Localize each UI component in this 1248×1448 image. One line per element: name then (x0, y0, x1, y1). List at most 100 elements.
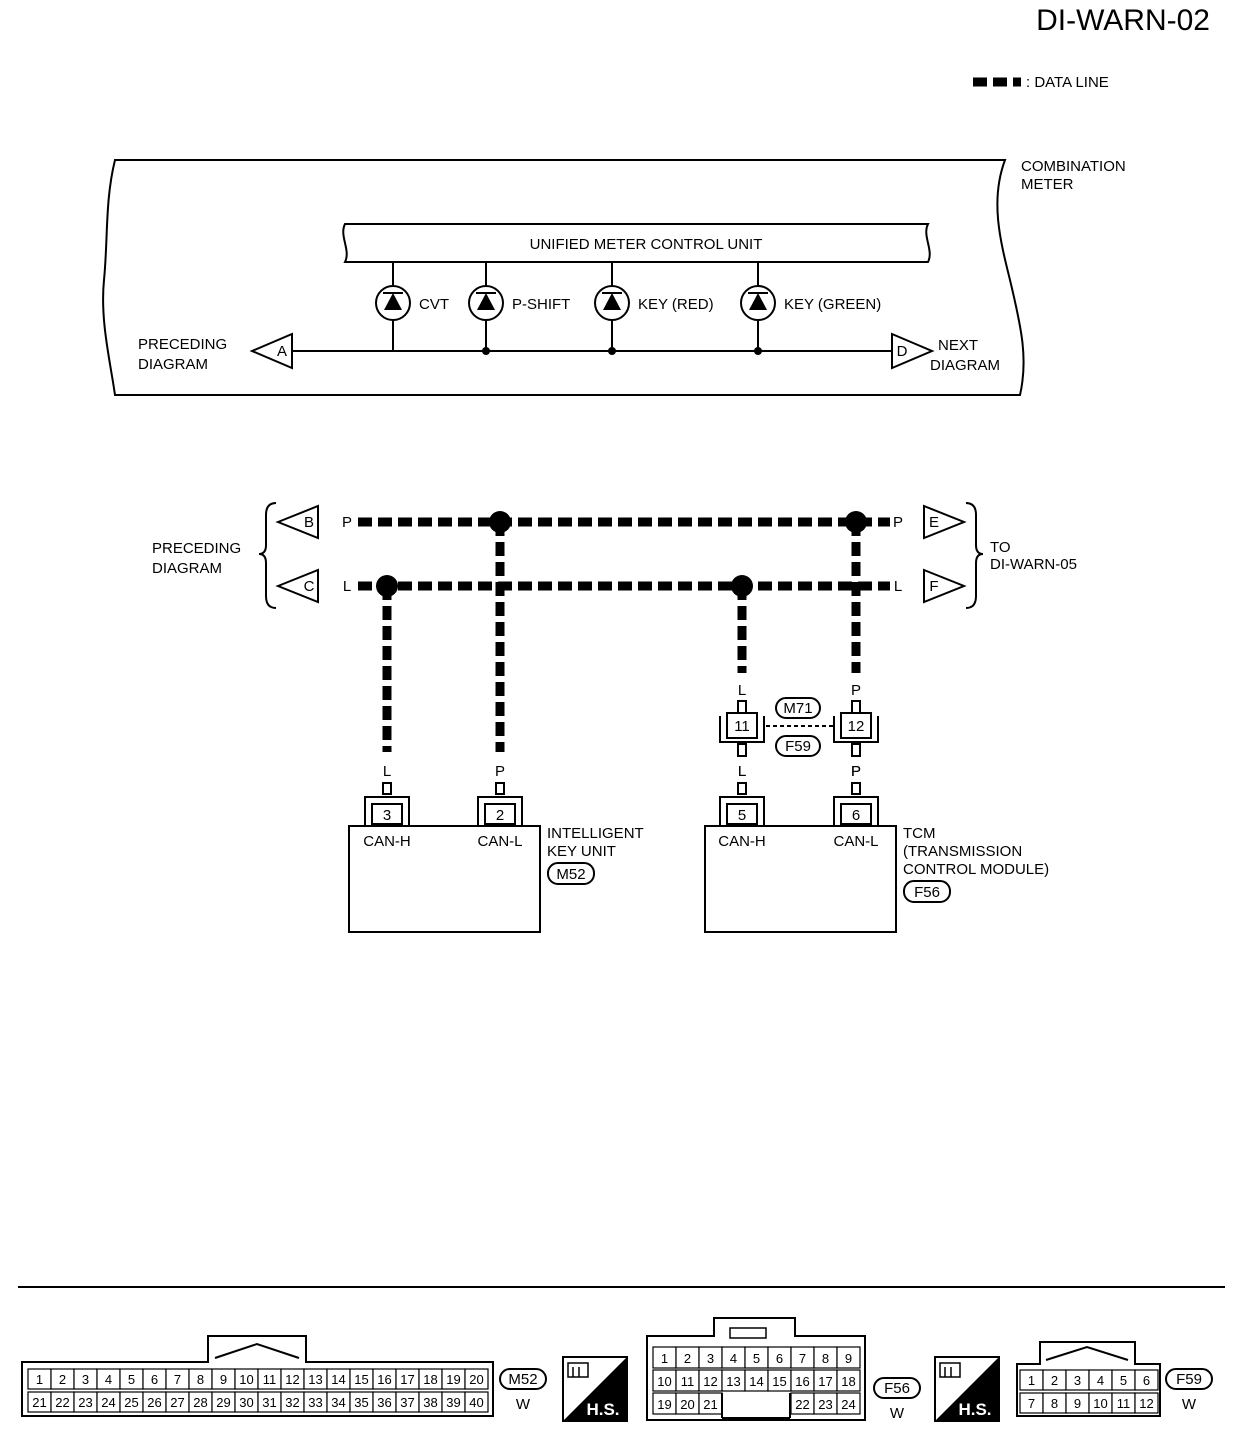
unit-name-line: (TRANSMISSION (903, 843, 1022, 860)
unit-connector-id: F56 (914, 884, 940, 901)
f59-cavity-number: 2 (1051, 1373, 1058, 1388)
m52-cavity-number: 19 (446, 1372, 460, 1387)
connector-b: B (275, 504, 319, 540)
unit-wire-color: L (383, 763, 391, 780)
m52-id: M52 (508, 1371, 537, 1388)
f56-cavity-number: 17 (818, 1374, 832, 1389)
harness-side-icon: H.S. (562, 1356, 628, 1422)
pin-label: CAN-L (477, 833, 522, 850)
hs-fill (563, 1357, 627, 1421)
joint-wire-p-upper: P (851, 682, 861, 699)
unit-wire-color: P (495, 763, 505, 780)
f59-cavity-number: 3 (1074, 1373, 1081, 1388)
hs-label: H.S. (586, 1400, 619, 1419)
meter-title-l1: COMBINATION (1021, 158, 1126, 175)
f59-cavity (1134, 1392, 1159, 1414)
joint-pin-p-box (840, 712, 872, 739)
pin-housing (719, 796, 765, 826)
f56-cavity-number: 20 (680, 1397, 694, 1412)
connector-c-label: C (304, 578, 315, 595)
m52-cavity-number: 10 (239, 1372, 253, 1387)
f56-cavity-number: 18 (841, 1374, 855, 1389)
m52-cavity-number: 6 (151, 1372, 158, 1387)
f59-color: W (1182, 1396, 1197, 1413)
indicator-label: KEY (GREEN) (784, 296, 881, 313)
connector-b-symbol (275, 504, 319, 540)
f56-cavity-number: 11 (681, 1374, 695, 1389)
meter-next-l2: DIAGRAM (930, 357, 1000, 374)
m52-cavity-number: 31 (262, 1395, 276, 1410)
m52-cavity-number: 36 (377, 1395, 391, 1410)
f56-cavity-number: 15 (772, 1374, 786, 1389)
l-splice-right (731, 575, 753, 597)
f56-cavity-number: 21 (703, 1397, 717, 1412)
joint-upper-badge (775, 697, 821, 719)
m52-cavity-number: 26 (147, 1395, 161, 1410)
m52-cavity-number: 40 (469, 1395, 483, 1410)
m52-cavity-number: 20 (469, 1372, 483, 1387)
joint-pin-l-stub-bottom (737, 743, 747, 757)
m52-cavity-number: 5 (128, 1372, 135, 1387)
f56-cavity-number: 2 (684, 1351, 691, 1366)
m52-cavity-number: 11 (263, 1372, 277, 1387)
m52-badge (499, 1368, 547, 1390)
pin-stub (737, 782, 747, 795)
connector-f-label: F (929, 578, 938, 595)
f56-cavity-number: 1 (661, 1351, 668, 1366)
m52-cavity-number: 35 (354, 1395, 368, 1410)
m52-cavity-number: 17 (400, 1372, 414, 1387)
connector-c: C (275, 568, 319, 604)
m52-cavity-number: 2 (59, 1372, 66, 1387)
m52-cavity-number: 4 (105, 1372, 112, 1387)
can-to-l1: TO (990, 539, 1011, 556)
joint-housing-l (719, 716, 765, 743)
connector-f-symbol (923, 568, 967, 604)
p-splice-left (489, 511, 511, 533)
unit-name-line: TCM (903, 825, 936, 842)
m52-cavity-number: 39 (446, 1395, 460, 1410)
connector-e-symbol (923, 504, 967, 540)
joint-lower-badge (775, 735, 821, 757)
f56-cavity-number: 3 (707, 1351, 714, 1366)
m52-color: W (516, 1396, 531, 1413)
m52-cavity (464, 1368, 489, 1390)
led-triangle-icon (749, 293, 767, 310)
connector-b-label: B (304, 514, 314, 531)
m52-cavity-number: 21 (32, 1395, 46, 1410)
m52-cavity-number: 7 (174, 1372, 181, 1387)
m52-cavity-number: 3 (82, 1372, 89, 1387)
unit-wire-color: L (738, 763, 746, 780)
m52-cavity-number: 30 (239, 1395, 253, 1410)
right-brace (965, 502, 984, 609)
m52-cavity-number: 9 (220, 1372, 227, 1387)
connector-e: E (923, 504, 967, 540)
joint-pin-l-box (726, 712, 758, 739)
f59-cavity-number: 10 (1093, 1396, 1107, 1411)
f56-badge (873, 1377, 921, 1399)
p-splice-right (845, 511, 867, 533)
f56-cavity-number: 4 (730, 1351, 737, 1366)
l-splice-left (376, 575, 398, 597)
m52-cavity-number: 13 (308, 1372, 322, 1387)
wire-color-p-left: P (342, 514, 352, 531)
wire-color-p-right: P (893, 514, 903, 531)
m52-cavity-number: 24 (101, 1395, 115, 1410)
m52-latch-icon (214, 1342, 300, 1359)
f56-cavity-number: 9 (845, 1351, 852, 1366)
joint-wire-p-lower: P (851, 763, 861, 780)
m52-cavity-number: 37 (400, 1395, 414, 1410)
pin-number: 6 (852, 807, 860, 824)
f56-cavity-number: 19 (657, 1397, 671, 1412)
joint-pin-l-stub-top (737, 700, 747, 714)
unit-name-line: KEY UNIT (547, 843, 616, 860)
meter-frame (102, 159, 1025, 396)
joint-wire-l-upper: L (738, 682, 746, 699)
pin-box (484, 803, 516, 825)
connector-a-symbol (249, 332, 293, 370)
